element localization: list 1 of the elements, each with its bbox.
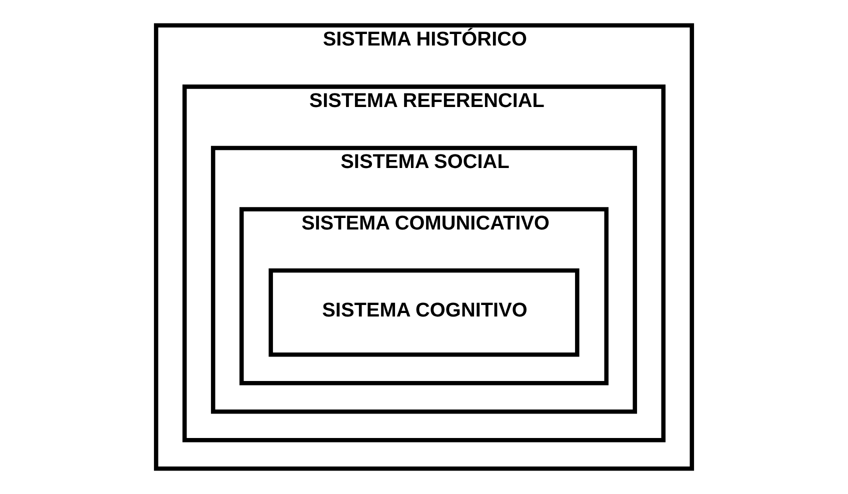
node-box: SISTEMA COGNITIVO bbox=[268, 268, 580, 357]
